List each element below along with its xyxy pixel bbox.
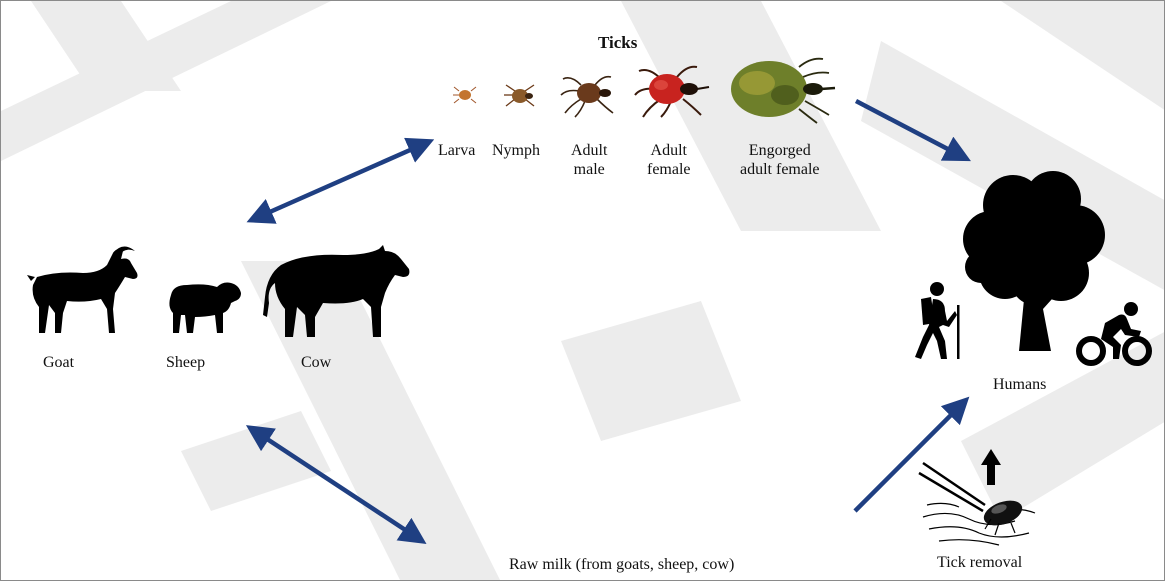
label-tick-removal: Tick removal (937, 553, 1022, 572)
cyclist-icon (1075, 301, 1153, 367)
hiker-icon (911, 281, 967, 359)
label-humans: Humans (993, 375, 1046, 394)
label-cow: Cow (301, 353, 331, 372)
label-goat: Goat (43, 353, 74, 372)
cow-icon (263, 245, 411, 339)
tick-icon (980, 496, 1025, 535)
goat-icon (27, 247, 141, 337)
sheep-icon (165, 279, 245, 335)
label-sheep: Sheep (166, 353, 205, 372)
label-raw-milk: Raw milk (from goats, sheep, cow) (509, 555, 734, 574)
arrow-animals-milk (261, 435, 419, 539)
arrow-ticks-animals (263, 143, 426, 215)
arrow-ticks-humans (856, 101, 963, 157)
tweezers-icon (919, 445, 1039, 551)
